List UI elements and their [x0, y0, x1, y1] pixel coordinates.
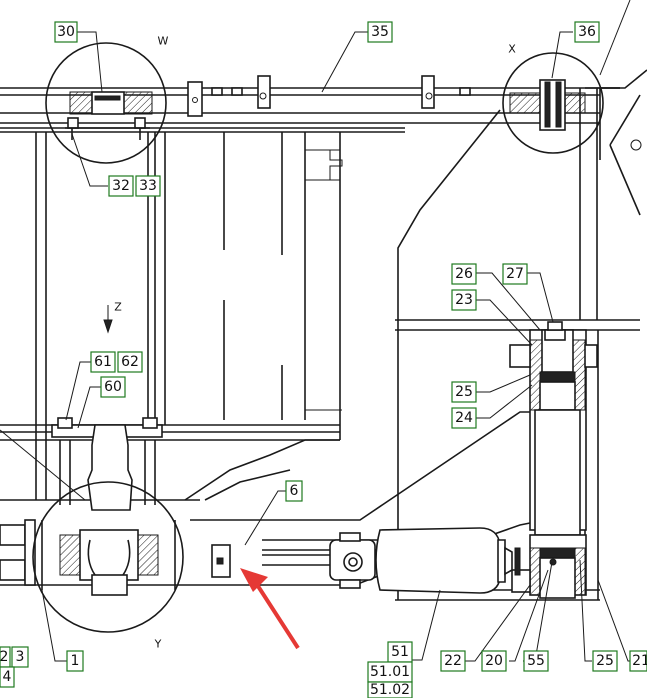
callout-33-text: 33 — [139, 178, 157, 194]
callout-51-01: 51.01 — [367, 661, 413, 683]
callout-1: 1 — [66, 650, 84, 672]
callout-3-text: 3 — [16, 649, 25, 665]
callout-51-text: 51 — [391, 644, 409, 660]
callout-60: 60 — [100, 376, 126, 398]
callout-25-upper-text: 25 — [455, 384, 473, 400]
callout-60-text: 60 — [104, 379, 122, 395]
callout-55: 55 — [523, 650, 549, 672]
callout-22: 22 — [440, 650, 466, 672]
callout-3: 3 — [11, 646, 29, 668]
detail-circle-w — [45, 42, 167, 164]
callout-62: 62 — [117, 351, 143, 373]
leader-lines — [0, 0, 635, 662]
callout-20-text: 20 — [485, 653, 503, 669]
callout-23: 23 — [451, 289, 477, 311]
callout-26-text: 26 — [455, 266, 473, 282]
view-label-w: W — [158, 35, 169, 48]
callout-20: 20 — [481, 650, 507, 672]
callout-30: 30 — [54, 21, 78, 43]
callout-32-text: 32 — [112, 178, 130, 194]
callout-6: 6 — [285, 480, 303, 502]
red-highlight-arrow — [240, 568, 300, 650]
left-shaft — [0, 417, 163, 586]
callout-24: 24 — [451, 407, 477, 429]
callout-21-text: 21 — [632, 653, 647, 669]
callout-24-text: 24 — [455, 410, 473, 426]
callout-25-lower-text: 25 — [596, 653, 614, 669]
view-label-y: Y — [154, 638, 162, 651]
part-6-bracket — [211, 544, 231, 578]
view-z-arrow — [103, 305, 113, 334]
hydraulic-cylinder — [262, 527, 521, 594]
callout-26: 26 — [451, 263, 477, 285]
view-label-z: Z — [114, 301, 122, 314]
side-plate — [599, 69, 647, 216]
callout-62-text: 62 — [121, 354, 139, 370]
callout-36: 36 — [574, 21, 600, 43]
callout-35: 35 — [367, 21, 393, 43]
callout-51-01-text: 51.01 — [370, 664, 410, 680]
callout-35-text: 35 — [371, 24, 389, 40]
callout-25-lower: 25 — [592, 650, 618, 672]
callout-2: 2 — [0, 646, 11, 668]
callout-51-02: 51.02 — [367, 681, 413, 698]
callout-2-text: 2 — [0, 649, 8, 665]
detail-circle-x — [502, 52, 620, 154]
callout-61: 61 — [90, 351, 116, 373]
callout-6-text: 6 — [290, 483, 299, 499]
callout-30-text: 30 — [57, 24, 75, 40]
callout-55-text: 55 — [527, 653, 545, 669]
lower-kingpin — [511, 534, 587, 599]
callout-23-text: 23 — [455, 292, 473, 308]
callout-4: 4 — [0, 666, 15, 688]
callout-25-upper: 25 — [451, 381, 477, 403]
kingpin-assembly — [509, 321, 598, 536]
detail-circle-y — [32, 481, 184, 633]
callout-4-text: 4 — [3, 669, 12, 685]
callout-1-text: 1 — [71, 653, 80, 669]
callout-32: 32 — [108, 175, 134, 197]
callout-61-text: 61 — [94, 354, 112, 370]
view-label-x: X — [508, 43, 516, 56]
callout-36-text: 36 — [578, 24, 596, 40]
callout-21: 21 — [629, 650, 647, 672]
callout-27: 27 — [502, 263, 528, 285]
callout-51: 51 — [387, 641, 413, 663]
callout-22-text: 22 — [444, 653, 462, 669]
callout-27-text: 27 — [506, 266, 524, 282]
callout-51-02-text: 51.02 — [370, 682, 410, 698]
callout-33: 33 — [135, 175, 161, 197]
